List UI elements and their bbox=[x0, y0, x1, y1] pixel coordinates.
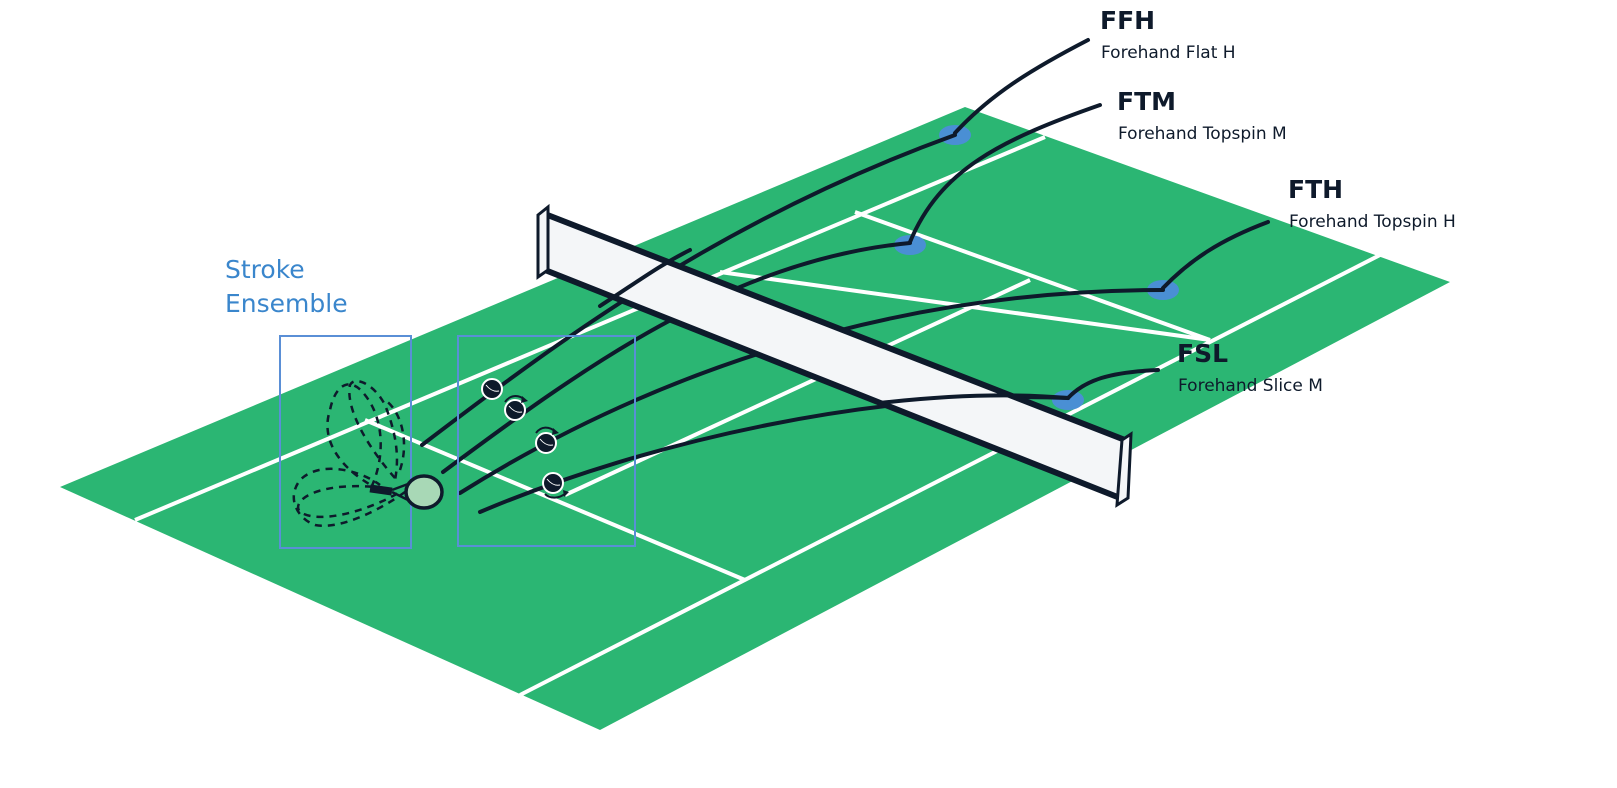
ball-ensemble-box bbox=[457, 335, 636, 547]
swing-ensemble-box bbox=[279, 335, 412, 549]
tennis-racket-icon bbox=[369, 474, 444, 510]
stroke-name: Forehand Flat H bbox=[1101, 43, 1236, 63]
net bbox=[536, 203, 1133, 508]
callout-leaders bbox=[908, 38, 1270, 400]
spin-arrow-head bbox=[521, 396, 528, 403]
leader-ffh bbox=[953, 38, 1090, 135]
stroke-label-ffh: FFH Forehand Flat H bbox=[1100, 6, 1236, 63]
title-line-1: Stroke bbox=[225, 255, 305, 284]
stroke-label-fsl: FSL Forehand Slice M bbox=[1177, 339, 1323, 396]
tennis-court bbox=[60, 107, 1450, 730]
near-sideline bbox=[134, 135, 1046, 522]
stroke-label-fth: FTH Forehand Topspin H bbox=[1288, 175, 1456, 232]
court-surface bbox=[60, 107, 1450, 730]
swing-path bbox=[348, 379, 399, 481]
trajectory-ffh-front bbox=[598, 248, 692, 308]
stroke-label-ftm: FTM Forehand Topspin M bbox=[1117, 87, 1287, 144]
stroke-code: FTM bbox=[1117, 87, 1176, 116]
swing-path bbox=[292, 467, 406, 528]
leader-fsl bbox=[1066, 368, 1160, 400]
stroke-code: FSL bbox=[1177, 339, 1228, 368]
tennis-ball-icon bbox=[504, 399, 526, 421]
net-post-left bbox=[536, 203, 550, 280]
far-sideline bbox=[519, 253, 1381, 697]
spin-arrow-head bbox=[563, 490, 569, 497]
trajectories-front bbox=[598, 248, 1070, 405]
leader-fth bbox=[1161, 220, 1270, 290]
title-line-2: Ensemble bbox=[225, 289, 348, 318]
swing-paths bbox=[292, 379, 406, 528]
ensemble-title: Stroke Ensemble bbox=[225, 255, 348, 318]
balls bbox=[481, 378, 569, 499]
ensemble-boxes bbox=[279, 335, 636, 549]
trajectory-fsl-front bbox=[878, 393, 1070, 405]
net-post-right bbox=[1115, 431, 1133, 508]
center-service-line-near bbox=[564, 278, 1031, 497]
trajectory-ftm bbox=[441, 241, 912, 474]
swing-path bbox=[384, 398, 406, 471]
tennis-ball-icon bbox=[542, 472, 564, 494]
stroke-name: Forehand Topspin M bbox=[1118, 124, 1287, 144]
stroke-code: FFH bbox=[1100, 6, 1155, 35]
stroke-code: FTH bbox=[1288, 175, 1343, 204]
swing-path bbox=[326, 383, 382, 492]
stroke-name: Forehand Slice M bbox=[1178, 376, 1323, 396]
spin-arrow-head bbox=[552, 428, 559, 435]
near-service-line bbox=[364, 418, 746, 582]
swing-path bbox=[297, 484, 401, 519]
tennis-ball-icon bbox=[535, 432, 557, 454]
leader-ftm bbox=[908, 103, 1102, 244]
stroke-name: Forehand Topspin H bbox=[1289, 212, 1456, 232]
tennis-ball-icon bbox=[481, 378, 503, 400]
